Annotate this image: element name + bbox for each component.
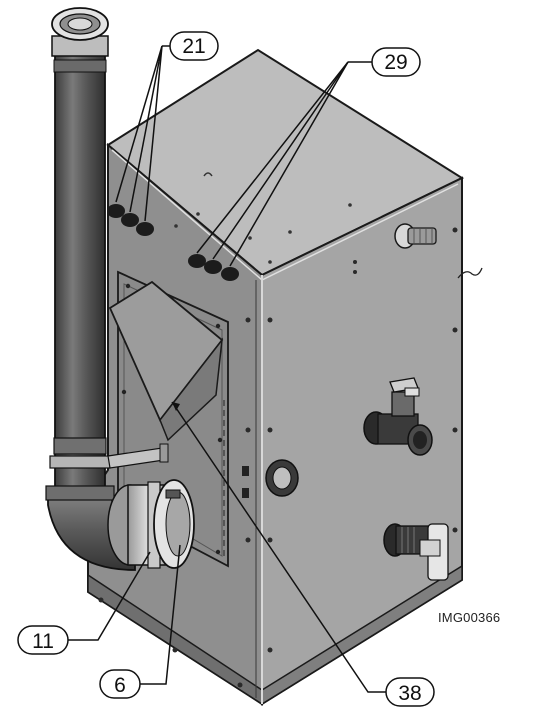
callout-label-29: 29 (384, 51, 407, 74)
callout-11: 11 (17, 551, 151, 655)
grommet-icon (188, 254, 206, 268)
pipe-bracket (49, 455, 111, 469)
callout-29: 29 (196, 47, 421, 267)
callout-label-6: 6 (114, 674, 126, 697)
callout-label-38: 38 (398, 682, 421, 705)
vent-pipe (45, 7, 195, 571)
callout-21: 21 (115, 31, 219, 222)
grommet-icon (136, 222, 154, 236)
vent-pipe-vertical (54, 39, 106, 501)
callout-6: 6 (99, 544, 181, 699)
callout-label-21: 21 (182, 35, 205, 58)
callout-38: 38 (171, 401, 435, 707)
grommet-group-29 (188, 254, 239, 281)
grommet-icon (221, 267, 239, 281)
grommet-icon (121, 213, 139, 227)
grommet-icon (107, 204, 125, 218)
figure-id: IMG00366 (438, 610, 501, 625)
side-fittings (242, 223, 449, 581)
callout-label-11: 11 (32, 630, 54, 653)
grommet-icon (204, 260, 222, 274)
grommet-group-21 (107, 204, 154, 236)
